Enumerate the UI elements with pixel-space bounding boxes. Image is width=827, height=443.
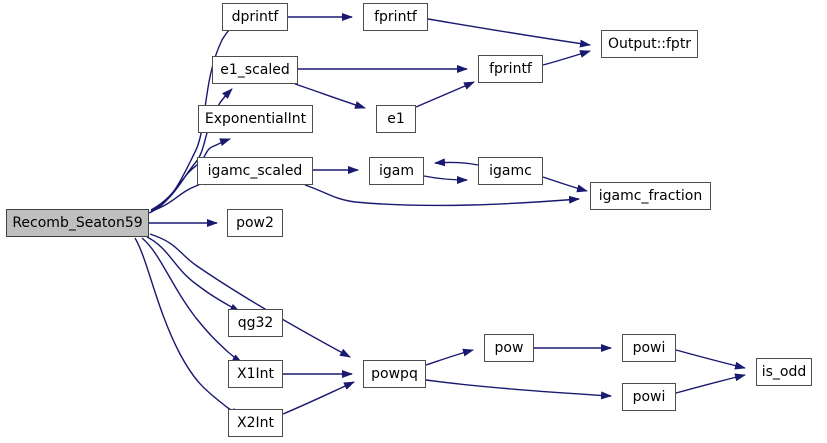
- node-dprintf[interactable]: dprintf: [222, 3, 288, 31]
- node-label: fprintf: [489, 61, 532, 77]
- node-label: X2Int: [237, 415, 274, 431]
- node-label: dprintf: [231, 9, 279, 25]
- node-label: e1_scaled: [220, 62, 290, 78]
- node-powi_1[interactable]: powi: [622, 334, 676, 362]
- node-igamc_fraction[interactable]: igamc_fraction: [590, 182, 711, 210]
- edge-igamc_scaled-to-igamc_fraction: [304, 184, 580, 207]
- edge-powi_1-to-is_odd: [675, 349, 746, 370]
- edge-e1-to-fprintf_2: [415, 81, 475, 108]
- node-fprintf_1[interactable]: fprintf: [363, 3, 428, 31]
- node-fprintf_2[interactable]: fprintf: [478, 55, 543, 83]
- node-label: fprintf: [374, 9, 417, 25]
- edge-powpq-to-pow: [425, 348, 474, 366]
- edge-fprintf_2-to-output_fptr: [542, 50, 591, 66]
- node-is_odd[interactable]: is_odd: [756, 358, 812, 386]
- node-output_fptr[interactable]: Output::fptr: [601, 30, 698, 58]
- edge-powi_2-to-is_odd: [675, 373, 746, 394]
- edge-recomb_seaton59-to-qg32: [146, 236, 241, 313]
- node-label: powi: [632, 389, 666, 405]
- node-label: X1Int: [237, 366, 274, 382]
- node-label: igamc: [489, 163, 532, 179]
- node-pow[interactable]: pow: [484, 334, 534, 362]
- node-label: igamc_scaled: [207, 163, 303, 179]
- node-exponentialint[interactable]: ExponentialInt: [198, 105, 313, 133]
- edge-igam-to-igamc: [423, 175, 468, 184]
- node-label: igamc_fraction: [598, 188, 703, 204]
- node-qg32[interactable]: qg32: [228, 309, 283, 337]
- node-label: pow2: [236, 215, 274, 231]
- edge-igamc-to-igam: [434, 158, 479, 167]
- node-x2int[interactable]: X2Int: [228, 409, 283, 437]
- node-pow2[interactable]: pow2: [227, 209, 283, 237]
- node-label: ExponentialInt: [204, 111, 307, 127]
- node-label: Output::fptr: [607, 36, 692, 52]
- node-label: powpq: [371, 366, 418, 382]
- node-label: is_odd: [761, 364, 807, 380]
- node-igam[interactable]: igam: [369, 157, 424, 185]
- edge-x2int-to-powpq: [282, 381, 355, 415]
- node-e1_scaled[interactable]: e1_scaled: [212, 56, 298, 84]
- node-x1int[interactable]: X1Int: [228, 360, 283, 388]
- node-powpq[interactable]: powpq: [363, 360, 426, 388]
- edge-recomb_seaton59-to-powpq: [149, 233, 351, 358]
- node-recomb_seaton59[interactable]: Recomb_Seaton59: [6, 209, 149, 237]
- node-label: powi: [632, 340, 666, 356]
- node-label: igam: [379, 163, 414, 179]
- node-igamc[interactable]: igamc: [478, 157, 543, 185]
- edge-recomb_seaton59-to-x1int: [141, 237, 243, 364]
- node-e1[interactable]: e1: [376, 105, 416, 133]
- edge-fprintf_1-to-output_fptr: [427, 18, 591, 48]
- edge-recomb_seaton59-to-x2int: [134, 237, 242, 417]
- node-label: qg32: [237, 315, 274, 331]
- edge-powpq-to-powi_2: [425, 379, 612, 400]
- node-powi_2[interactable]: powi: [622, 383, 676, 411]
- node-label: pow: [494, 340, 524, 356]
- edge-igamc-to-igamc_fraction: [542, 176, 588, 193]
- node-label: e1: [387, 111, 405, 127]
- node-igamc_scaled[interactable]: igamc_scaled: [197, 157, 313, 185]
- node-label: Recomb_Seaton59: [12, 215, 143, 231]
